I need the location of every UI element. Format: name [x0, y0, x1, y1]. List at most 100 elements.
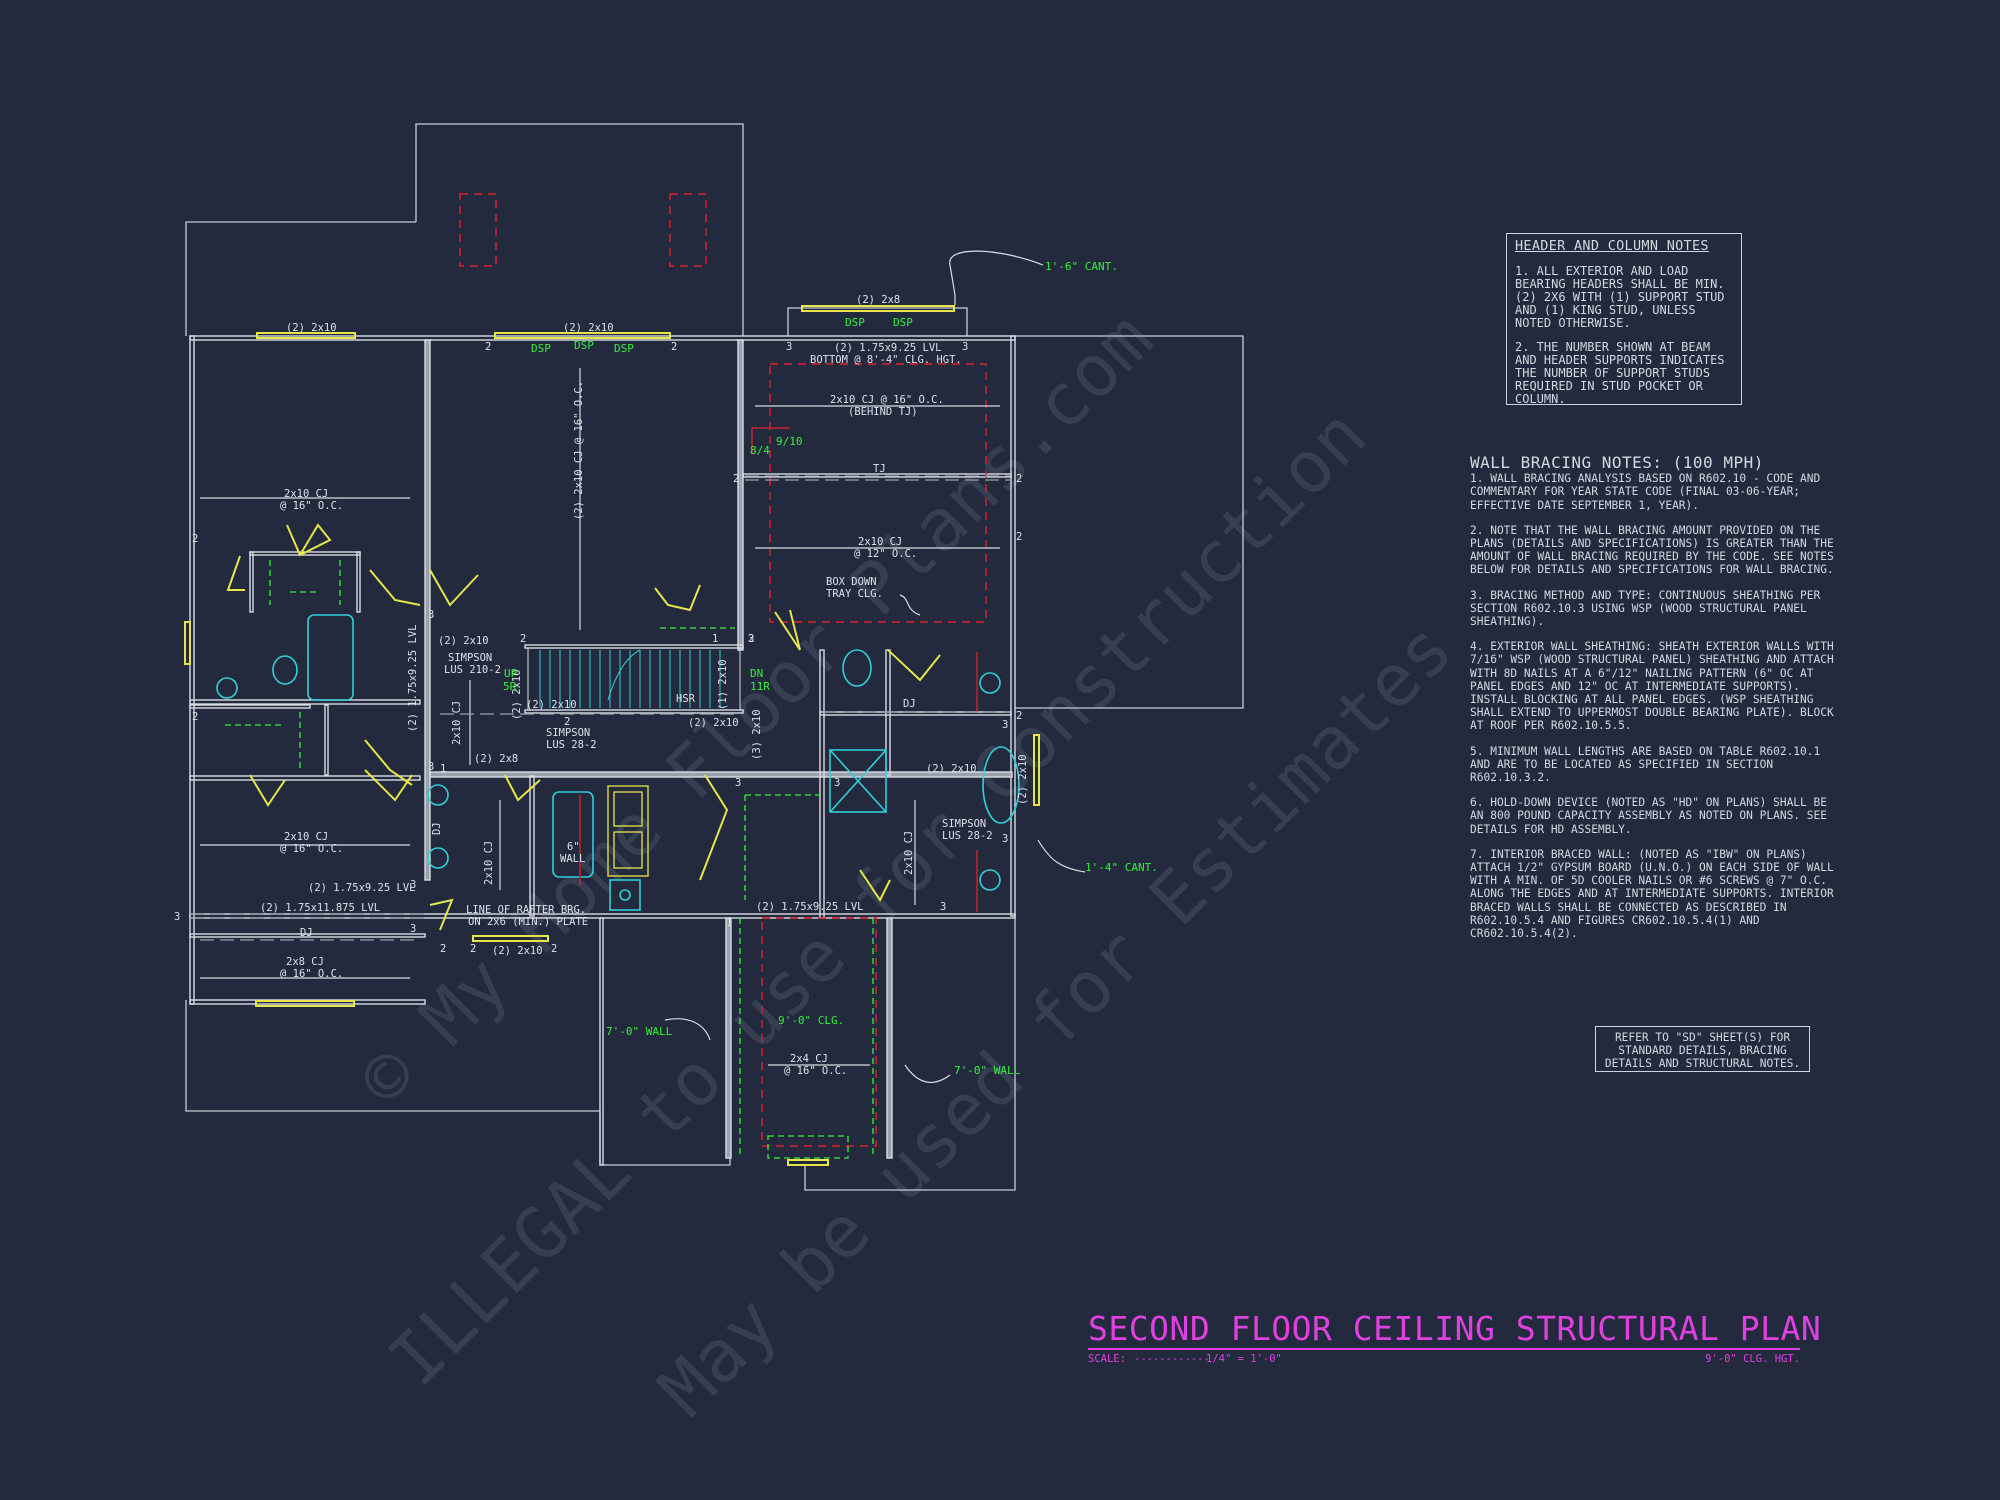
bracing-note-5: 5. MINIMUM WALL LENGTHS ARE BASED ON TAB… [1470, 744, 1821, 785]
label-n2-a: 2 [485, 341, 491, 353]
label-cj-2x4b: @ 16" O.C. [784, 1065, 847, 1077]
label-cj-behind: 2x10 CJ @ 16" O.C. [830, 394, 944, 406]
label-n3-k: 3 [940, 901, 946, 913]
label-hdr-2x8: (2) 2x8 [474, 753, 518, 765]
label-n1-b: 1 [440, 763, 446, 775]
bracing-note-4: 4. EXTERIOR WALL SHEATHING: SHEATH EXTER… [1470, 640, 1834, 733]
exterior-walls [189, 335, 1016, 1166]
label-lvl-11875: (2) 1.75x11.875 LVL [260, 902, 380, 914]
label-simpson-3: SIMPSON [942, 818, 986, 830]
label-simpson-1: SIMPSON [448, 652, 492, 664]
label-cj-right-vert: 2x10 CJ [903, 831, 915, 875]
label-cant-right: 1'-4" CANT. [1085, 861, 1158, 874]
label-up-r: 5R [503, 680, 517, 693]
label-hdr-2x10-a: (2) 2x10 [286, 322, 337, 334]
label-n2-l: 2 [440, 943, 446, 955]
label-rafter-brg: LINE OF RAFTER BRG. [466, 904, 586, 916]
label-bm-8-4: 8/4 [750, 444, 770, 457]
label-n3-c: 3 [428, 609, 434, 621]
bracing-note-7: 7. INTERIOR BRACED WALL: (NOTED AS "IBW"… [1470, 847, 1834, 941]
label-dsp-3: DSP [614, 342, 634, 355]
green-marks [225, 560, 874, 1159]
cabinets [607, 785, 649, 877]
header-column-notes: HEADER AND COLUMN NOTES 1. ALL EXTERIOR … [1506, 233, 1742, 406]
label-wall-7b: 7'-0" WALL [954, 1064, 1021, 1077]
label-tj: TJ [873, 463, 886, 475]
header-note-2: 2. THE NUMBER SHOWN AT BEAM AND HEADER S… [1515, 340, 1725, 406]
refer-note-text: REFER TO "SD" SHEET(S) FOR STANDARD DETA… [1604, 1031, 1801, 1070]
label-n3-f: 3 [1002, 719, 1008, 731]
label-dj-3: DJ [431, 822, 443, 835]
plan-labels: (2) 2x10 (2) 2x10 (2) 2x8 (2) 1.75x9.25 … [174, 294, 1029, 1077]
beams [190, 475, 1010, 941]
label-cj-12: 2x10 CJ [858, 536, 902, 548]
label-tray-clg: TRAY CLG. [826, 588, 883, 600]
label-lvl-top: (2) 1.75x9.25 LVL [834, 342, 941, 354]
label-n2-g: 2 [192, 711, 198, 723]
ceiling-height: 9'-0" CLG. HGT. [1705, 1353, 1800, 1365]
label-hdr-2x10-g: (2) 2x10 [926, 763, 977, 775]
span-arrows [200, 250, 1086, 1083]
label-n2-b: 2 [671, 341, 677, 353]
bracing-note-2: 2. NOTE THAT THE WALL BRACING AMOUNT PRO… [1470, 523, 1834, 577]
label-lvl-mid: (2) 1.75x9.25 LVL [756, 901, 863, 913]
label-hdr-2x8-top: (2) 2x8 [856, 294, 900, 306]
green-labels: 1'-6" CANT. 1'-4" CANT. DSP DSP DSP DSP … [503, 260, 1158, 1077]
label-hdr-2x10-b: (2) 2x10 [563, 322, 614, 334]
plan-title: SECOND FLOOR CEILING STRUCTURAL PLAN [1088, 1309, 1822, 1350]
label-cj-vert: (2) 2x10 CJ @ 16" O.C. [573, 381, 585, 520]
label-hdr-2x10-vr: (2) 2x10 [1017, 754, 1029, 805]
label-n2-c: 2 [733, 473, 739, 485]
label-n3-b: 3 [962, 341, 968, 353]
label-cj-left-2: 2x10 CJ [284, 831, 328, 843]
label-cj-left-vert-b: 2x10 CJ [483, 841, 495, 885]
label-cj-left-1: 2x10 CJ [284, 488, 328, 500]
label-n3-g: 3 [1002, 833, 1008, 845]
label-box-down: BOX DOWN [826, 576, 877, 588]
label-clg-9: 9'-0" CLG. [778, 1014, 844, 1027]
label-simpson-1b: LUS 210-2 [444, 664, 501, 676]
label-wall-6b: WALL [560, 853, 585, 865]
label-wall-6: 6" [567, 841, 580, 853]
label-n2-d: 2 [1016, 473, 1022, 485]
label-dn-r: 11R [750, 680, 770, 693]
bath-fixtures [216, 614, 1020, 911]
label-simpson-2b: LUS 28-2 [546, 739, 597, 751]
label-cj-left-1b: @ 16" O.C. [280, 500, 343, 512]
label-lvl-bot: (2) 1.75x9.25 LVL [308, 882, 415, 894]
label-cj-2x4: 2x4 CJ [790, 1053, 828, 1065]
label-simpson-3b: LUS 28-2 [942, 830, 993, 842]
label-cj-2x8: 2x8 CJ [286, 956, 324, 968]
label-hsr: HSR [676, 693, 696, 705]
label-cj-2x8b: @ 16" O.C. [280, 968, 343, 980]
label-n3-h: 3 [174, 911, 180, 923]
header-note-1: 1. ALL EXTERIOR AND LOAD BEARING HEADERS… [1515, 264, 1725, 330]
label-cj-12b: @ 12" O.C. [854, 548, 917, 560]
scale-value: 1/4" = 1'-0" [1206, 1353, 1282, 1365]
label-cj-left-2b: @ 16" O.C. [280, 843, 343, 855]
label-n2-m: 2 [470, 943, 476, 955]
label-n2-i: 2 [748, 633, 754, 645]
label-hdr-2x10-d: (2) 2x10 [526, 699, 577, 711]
stair [527, 647, 741, 711]
label-hdr-2x10-c: (2) 2x10 [438, 635, 489, 647]
label-n3-e: 3 [748, 633, 754, 645]
scale-row: SCALE: ------------ 1/4" = 1'-0" 9'-0" C… [1088, 1353, 1800, 1367]
bracing-note-6: 6. HOLD-DOWN DEVICE (NOTED AS "HD" ON PL… [1470, 796, 1827, 836]
label-simpson-2: SIMPSON [546, 727, 590, 739]
label-n3-j: 3 [410, 923, 416, 935]
label-n2-k: 2 [1016, 710, 1022, 722]
label-n3-m: 3 [735, 777, 741, 789]
label-cj-left-vert-a: 2x10 CJ [451, 701, 463, 745]
bracing-notes-title: WALL BRACING NOTES: (100 MPH) [1470, 453, 1764, 472]
red-dashed-small [579, 427, 978, 912]
label-n3-d: 3 [428, 761, 434, 773]
label-n1-c: 1 [726, 917, 732, 929]
label-n3-l: 3 [834, 777, 840, 789]
label-behind-tj: (BEHIND TJ) [848, 406, 918, 418]
wall-bracing-notes: WALL BRACING NOTES: (100 MPH) 1. WALL BR… [1470, 453, 1840, 952]
ceiling-outlines [459, 193, 987, 1147]
label-hdr-3-2x10: (3) 2x10 [751, 709, 763, 760]
title-block: SECOND FLOOR CEILING STRUCTURAL PLAN SCA… [1088, 1309, 1822, 1367]
label-bm-9-10: 9/10 [776, 435, 803, 448]
